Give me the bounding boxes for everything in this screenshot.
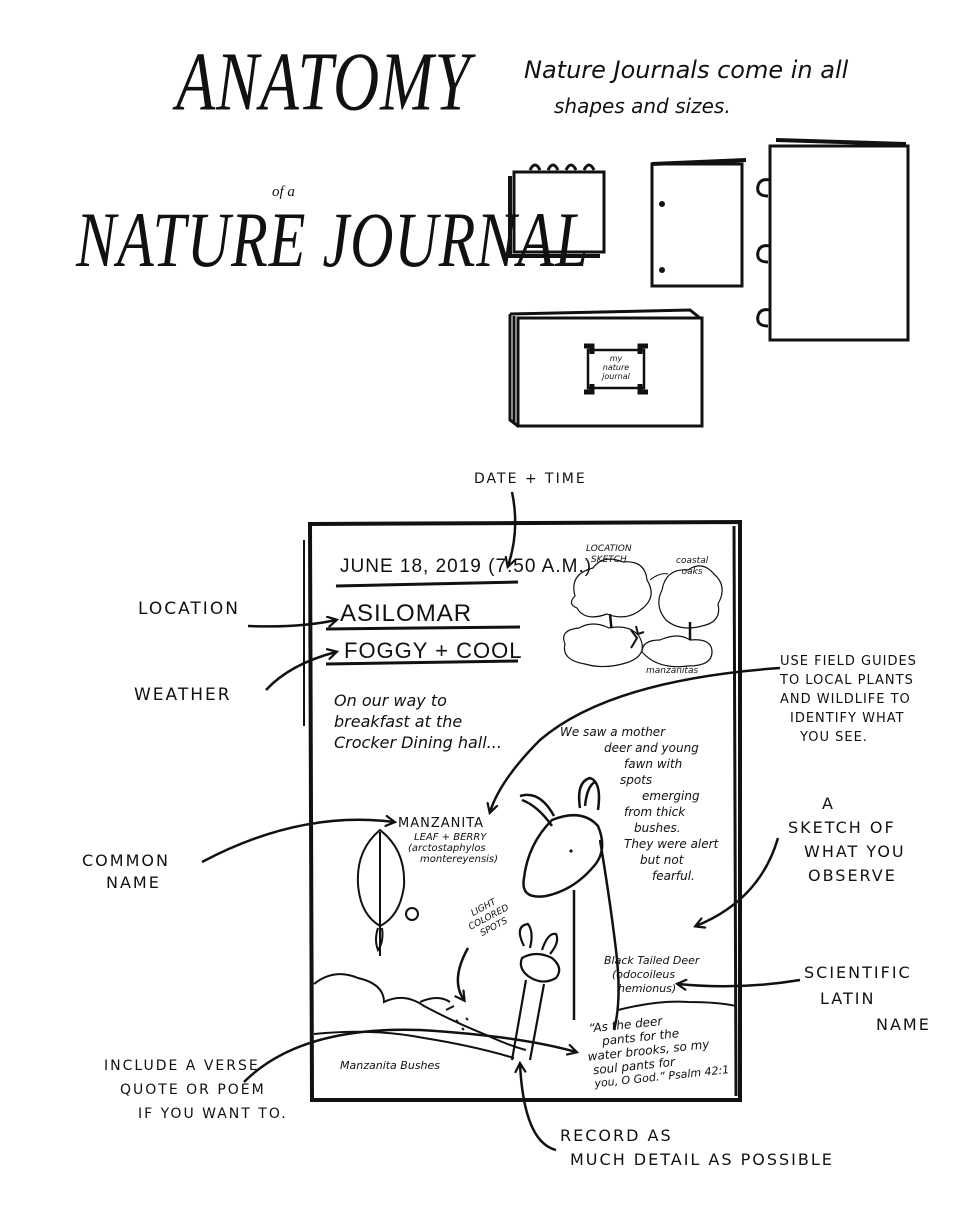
callout-verse-line-2: QUOTE OR POEM: [120, 1082, 266, 1098]
common-name-arrow: [201, 820, 394, 864]
manzanita-leaf-sketch: [356, 828, 419, 956]
page-entry-line-1: On our way to: [334, 691, 447, 710]
location-sketch: [563, 558, 723, 668]
callout-field-guides-line-5: YOU SEE.: [800, 730, 868, 745]
callout-field-guides-line-4: IDENTIFY WHAT: [790, 711, 905, 726]
verse-arrow: [243, 1028, 576, 1083]
page-deer-name: Black Tailed Deer (odocoileus hemionus): [604, 954, 699, 996]
callout-scientific-line-1: SCIENTIFIC: [804, 963, 912, 982]
title-nature-journal: NATURE JOURNAL: [76, 197, 590, 284]
callout-weather: WEATHER: [134, 685, 232, 705]
page-observation-line-4: spots: [620, 773, 653, 787]
weather-arrow: [265, 652, 336, 691]
sample-book-label-line-1: my: [609, 354, 623, 363]
page-entry-line-2: breakfast at the: [334, 712, 463, 731]
callout-date-time: DATE + TIME: [474, 471, 587, 487]
callout-field-guides-line-2: TO LOCAL PLANTS: [780, 673, 914, 688]
sketch-arrow: [696, 837, 780, 926]
page-entry: On our way to breakfast at the Crocker D…: [334, 690, 502, 753]
field-guides-arrow: [490, 666, 781, 812]
page-location-sketch-line-2: SKETCH: [590, 555, 627, 565]
callout-sketch-line-1: A: [822, 794, 835, 813]
title-of-a: of a: [272, 184, 295, 200]
intro-line-2: shapes and sizes.: [554, 94, 731, 118]
page-manzanitas-label: manzanitas: [646, 666, 699, 676]
sample-book-label: my nature journal: [600, 354, 632, 381]
callout-common-name-line-2: NAME: [106, 873, 161, 892]
date-time-arrow: [508, 491, 517, 566]
page-plant-line-2: LEAF + BERRY: [414, 832, 487, 843]
callout-sketch-line-3: WHAT YOU: [804, 842, 906, 861]
page-deer-name-line-3: hemionus): [618, 982, 677, 995]
callout-scientific: SCIENTIFIC LATIN NAME: [804, 960, 931, 1038]
page-observation-line-9: but not: [640, 853, 684, 867]
callout-field-guides: USE FIELD GUIDES TO LOCAL PLANTS AND WIL…: [780, 652, 917, 747]
spiral-notebook-icon: [508, 163, 606, 258]
page-observation-line-6: from thick: [624, 805, 686, 819]
callout-scientific-line-3: NAME: [876, 1015, 931, 1034]
page-location-sketch-label: LOCATION SKETCH: [586, 544, 632, 566]
page-plant-line-1: MANZANITA: [398, 816, 485, 831]
page-observation-line-7: bushes.: [634, 821, 681, 835]
entry-underlines: [325, 580, 521, 666]
sample-book-label-line-2: nature: [602, 363, 630, 372]
callout-verse-line-3: IF YOU WANT TO.: [138, 1106, 288, 1122]
page-coastal-oaks-label: coastal oaks: [676, 556, 708, 578]
page-observation: We saw a mother deer and young fawn with…: [560, 724, 718, 884]
page-observation-line-2: deer and young: [604, 741, 699, 755]
mother-deer-sketch: [519, 776, 620, 1031]
callout-common-name: COMMON NAME: [82, 850, 170, 894]
scientific-arrow: [678, 980, 801, 986]
page-location-sketch-line-1: LOCATION: [586, 544, 632, 554]
page-coastal-oaks-line-1: coastal: [676, 556, 709, 566]
callout-location: LOCATION: [138, 599, 240, 619]
page-observation-line-3: fawn with: [624, 757, 683, 771]
callout-sketch-line-2: SKETCH OF: [788, 818, 896, 837]
spots-arrow: [458, 947, 470, 1000]
location-arrow: [247, 620, 336, 626]
callout-verse-line-1: INCLUDE A VERSE: [104, 1058, 260, 1074]
callout-sketch-line-4: OBSERVE: [808, 866, 897, 885]
record-arrow: [520, 1064, 557, 1152]
page-verse: “As the deer pants for the water brooks,…: [584, 1007, 730, 1091]
callout-field-guides-line-1: USE FIELD GUIDES: [780, 654, 917, 669]
intro-line-1: Nature Journals come in all: [524, 56, 849, 84]
page-observation-line-10: fearful.: [652, 869, 695, 883]
callout-sketch: A SKETCH OF WHAT YOU OBSERVE: [788, 792, 906, 888]
callout-common-name-line-1: COMMON: [82, 851, 170, 870]
page-coastal-oaks-line-2: oaks: [681, 567, 703, 577]
page-location: ASILOMAR: [340, 600, 473, 627]
page-date: JUNE 18, 2019 (7:50 A.M.): [340, 556, 593, 577]
page-entry-line-3: Crocker Dining hall...: [334, 733, 502, 752]
notepad-icon: [650, 158, 747, 288]
callout-record: RECORD AS MUCH DETAIL AS POSSIBLE: [560, 1124, 834, 1172]
page-weather: FOGGY + COOL: [344, 638, 523, 663]
callout-scientific-line-2: LATIN: [820, 989, 876, 1008]
callout-arrows: [201, 491, 801, 1152]
callout-record-line-2: MUCH DETAIL AS POSSIBLE: [570, 1150, 834, 1169]
title-anatomy: ANATOMY: [176, 35, 472, 128]
callout-record-line-1: RECORD AS: [560, 1126, 673, 1145]
journal-page-frame: [303, 519, 742, 1102]
page-deer-name-line-1: Black Tailed Deer: [604, 954, 700, 967]
callout-verse: INCLUDE A VERSE QUOTE OR POEM IF YOU WAN…: [104, 1054, 288, 1126]
page-plant-line-3: (arctostaphylos: [408, 843, 486, 854]
page-deer-name-line-2: (odocoileus: [612, 968, 676, 981]
page-bushes-label: Manzanita Bushes: [340, 1059, 441, 1072]
ring-binder-icon: [756, 138, 910, 342]
page-plant-line-4: montereyensis): [420, 854, 499, 865]
landscape-sketchbook-icon: [508, 308, 704, 428]
page-observation-line-1: We saw a mother: [560, 725, 666, 739]
page-observation-line-5: emerging: [642, 789, 700, 803]
callout-field-guides-line-3: AND WILDLIFE TO: [780, 692, 911, 707]
sample-book-label-line-3: journal: [602, 372, 630, 381]
page-observation-line-8: They were alert: [624, 837, 719, 851]
page-plant-name: MANZANITA LEAF + BERRY (arctostaphylos m…: [398, 816, 498, 865]
